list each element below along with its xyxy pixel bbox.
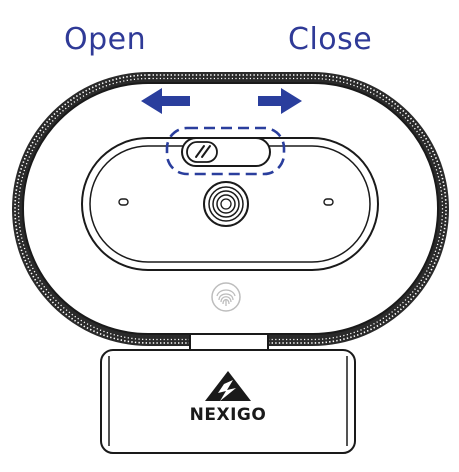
- mount-base: [100, 349, 356, 454]
- brand-name: NEXIGO: [190, 405, 267, 425]
- arrow-right-icon: [258, 88, 302, 114]
- indicator-left: [118, 198, 129, 206]
- close-label: Close: [288, 22, 373, 57]
- nexigo-logo-icon: [205, 371, 251, 401]
- privacy-shutter-icon: [181, 137, 271, 167]
- open-label: Open: [64, 22, 147, 57]
- arrow-left-icon: [141, 88, 190, 114]
- fingerprint-icon: [211, 282, 241, 312]
- camera-lens-icon: [203, 181, 249, 227]
- shutter-highlight: [165, 126, 286, 176]
- indicator-right: [323, 198, 334, 206]
